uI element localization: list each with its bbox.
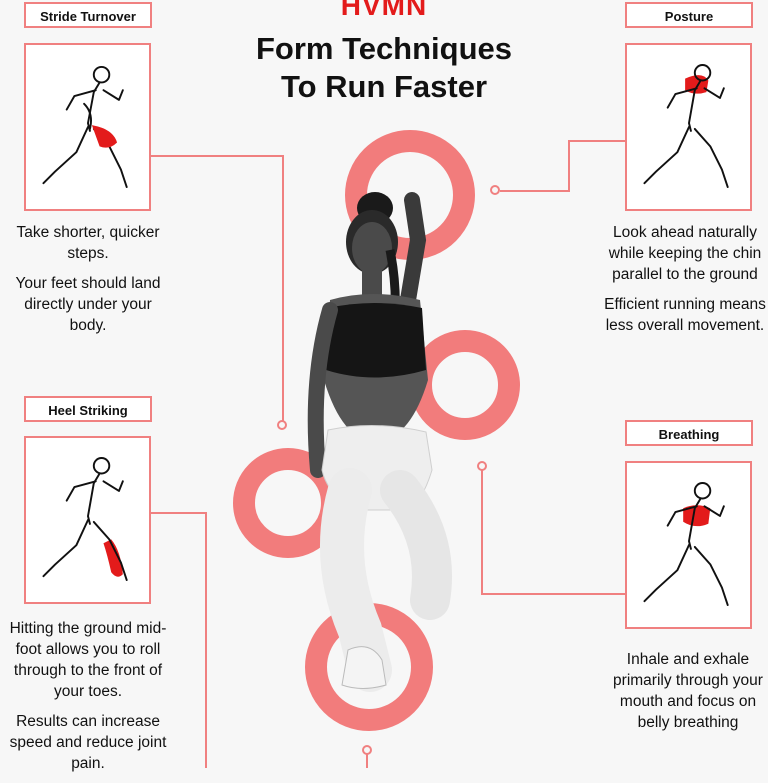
runner-calf-highlight-icon [42,457,128,582]
heel-text-1: Hitting the ground mid-foot allows you t… [9,620,167,700]
stride-text-2: Your feet should land directly under you… [15,275,161,334]
connector-posture-h2 [500,190,570,192]
posture-text-1: Look ahead naturally while keeping the c… [608,224,762,283]
stride-text: Take shorter, quicker steps. Your feet s… [8,222,168,345]
card-heel-striking [24,436,151,604]
card-stride-turnover [24,43,151,211]
heel-text: Hitting the ground mid-foot allows you t… [2,618,174,783]
posture-text: Look ahead naturally while keeping the c… [600,222,768,345]
connector-posture-h1 [568,140,626,142]
connector-stride-v [282,155,284,421]
page-title: Form Techniques To Run Faster [204,30,564,106]
title-line-1: Form Techniques [255,31,513,66]
posture-text-2: Efficient running means less overall mov… [604,296,766,334]
connector-heel-h [150,512,207,514]
stride-text-1: Take shorter, quicker steps. [16,224,160,262]
tag-stride-turnover: Stride Turnover [24,2,152,28]
athlete-illustration [307,192,452,692]
connector-heel-v [205,512,207,768]
tag-breathing: Breathing [625,420,753,446]
breathing-text-1: Inhale and exhale primarily through your… [613,651,763,731]
connector-breathing-h [481,593,626,595]
connector-dot-posture [490,185,500,195]
card-posture [625,43,752,211]
title-line-2: To Run Faster [280,69,488,104]
runner-chest-highlight-icon [643,482,729,607]
connector-breathing-v [481,470,483,595]
connector-bottom-v [366,754,368,768]
heel-text-2: Results can increase speed and reduce jo… [9,713,167,772]
connector-dot-stride [277,420,287,430]
card-breathing [625,461,752,629]
tag-posture: Posture [625,2,753,28]
brand-logo: HVMN [340,0,428,21]
connector-posture-v [568,140,570,192]
breathing-text: Inhale and exhale primarily through your… [612,649,764,742]
connector-stride-h [150,155,283,157]
runner-hamstring-highlight-icon [42,65,128,189]
tag-heel-striking: Heel Striking [24,396,152,422]
runner-shoulder-highlight-icon [643,64,729,189]
